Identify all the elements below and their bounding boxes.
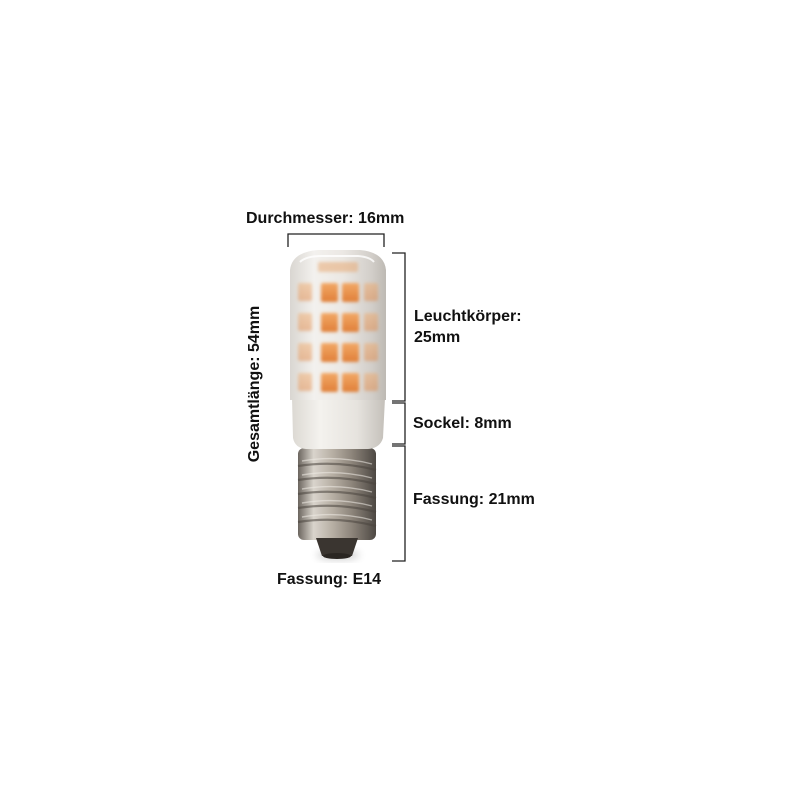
fassung-length-label: Fassung: 21mm (413, 491, 535, 508)
fassung-type-label: Fassung: E14 (277, 571, 382, 588)
fassung-bracket (392, 445, 406, 562)
body-length-label-line2: 25mm (414, 329, 461, 346)
diameter-bracket (287, 233, 385, 247)
body-length-label-line1: Leuchtkörper: (414, 308, 522, 325)
sockel-label: Sockel: 8mm (413, 415, 512, 432)
total-length-label: Gesamtlänge: 54mm (246, 305, 263, 463)
bulb-collar (292, 397, 385, 449)
dimension-lines (287, 233, 406, 562)
led-chip-grid (298, 262, 378, 392)
body-bracket (392, 252, 406, 402)
metal-thread-base (297, 448, 377, 559)
diameter-label: Durchmesser: 16mm (246, 210, 405, 227)
body-length-label: Leuchtkörper: 25mm (414, 306, 522, 348)
sockel-bracket (392, 402, 406, 445)
